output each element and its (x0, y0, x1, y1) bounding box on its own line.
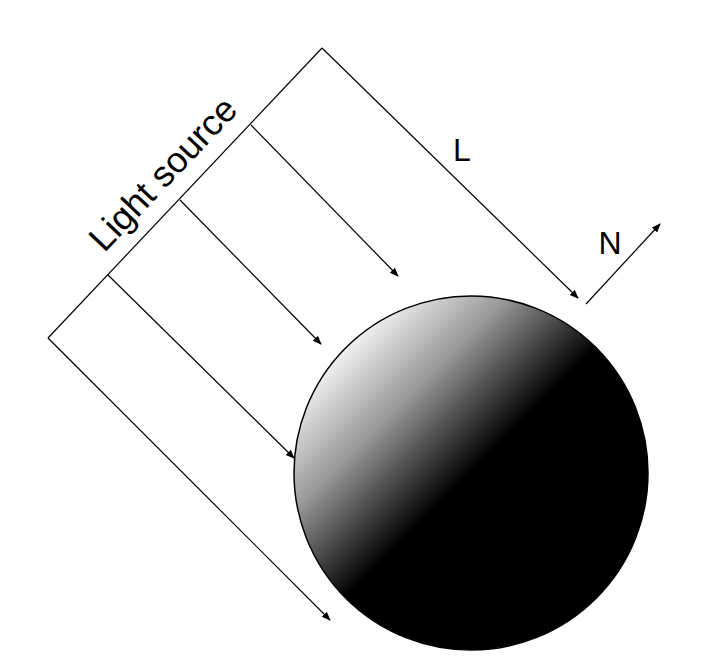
light-ray (251, 125, 398, 276)
sphere (294, 296, 648, 650)
light-source-edge (48, 48, 322, 338)
light-ray (108, 275, 294, 458)
normal-vector (586, 224, 660, 304)
source-label: Light source (82, 90, 243, 257)
light-ray (322, 48, 578, 298)
vector-label: L (453, 134, 471, 166)
light-ray (180, 200, 321, 344)
vector-label: N (598, 227, 621, 259)
light-ray (48, 338, 330, 620)
